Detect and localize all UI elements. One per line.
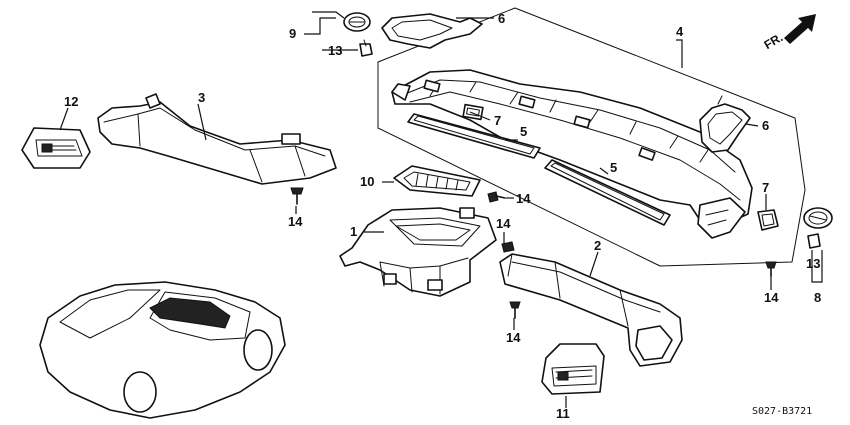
- screw-part-14-b: [487, 191, 506, 203]
- callout-numbers: 9 13 6 4 3 12 7 5 5 6 7 10 14 14 1 14 2 …: [64, 11, 821, 421]
- side-vent-part-12: [21, 127, 91, 169]
- screw-part-14-a: [290, 187, 304, 205]
- side-duct-part-2: [499, 253, 683, 367]
- round-vent-part-9: [343, 12, 371, 32]
- defroster-grille-part-5-right: [544, 159, 671, 226]
- center-vent-part-10: [393, 165, 481, 197]
- direction-label: FR.: [762, 30, 786, 52]
- callout-14-left: 14: [288, 214, 303, 229]
- round-vent-part-8: [803, 207, 833, 229]
- callout-6-right: 6: [762, 118, 769, 133]
- car-location-outline: [39, 281, 286, 419]
- seal-part-7-right: [757, 209, 779, 231]
- screw-part-14-c: [501, 241, 515, 253]
- clip-part-13-upper: [359, 39, 373, 57]
- seal-part-7-left: [462, 103, 484, 121]
- callout-7-left: 7: [494, 113, 501, 128]
- side-vent-part-11: [541, 343, 605, 395]
- screw-part-14-d: [509, 301, 521, 319]
- callout-3: 3: [198, 90, 205, 105]
- heater-duct-part-1: [339, 207, 497, 297]
- side-duct-part-3: [97, 93, 337, 185]
- clip-part-13-lower: [807, 233, 821, 249]
- callout-8: 8: [814, 290, 821, 305]
- callout-13-lower: 13: [806, 256, 820, 271]
- callout-14-right: 14: [764, 290, 779, 305]
- callout-1: 1: [350, 224, 357, 239]
- callout-7-right: 7: [762, 180, 769, 195]
- callout-11: 11: [556, 406, 570, 421]
- callout-14-lower: 14: [506, 330, 521, 345]
- callout-5-right: 5: [610, 160, 617, 175]
- duct-joint-part-6-right: [699, 95, 751, 153]
- callout-12: 12: [64, 94, 78, 109]
- callout-13-upper: 13: [328, 43, 342, 58]
- duct-joint-part-6-left: [381, 13, 483, 49]
- callout-9: 9: [289, 26, 296, 41]
- leader-lines: [59, 11, 823, 408]
- callout-5-left: 5: [520, 124, 527, 139]
- callout-14-center: 14: [496, 216, 511, 231]
- defroster-grille-part-5-left: [407, 113, 541, 159]
- assembly-frame: [377, 7, 806, 267]
- front-direction-arrow-icon: FR.: [762, 14, 816, 52]
- screw-part-14-e: [765, 261, 777, 277]
- callout-10: 10: [360, 174, 374, 189]
- drawing-code: S027-B3721: [752, 406, 812, 417]
- callout-14-center-right: 14: [516, 191, 531, 206]
- callout-2: 2: [594, 238, 601, 253]
- callout-4: 4: [676, 24, 684, 39]
- callout-6-upper: 6: [498, 11, 505, 26]
